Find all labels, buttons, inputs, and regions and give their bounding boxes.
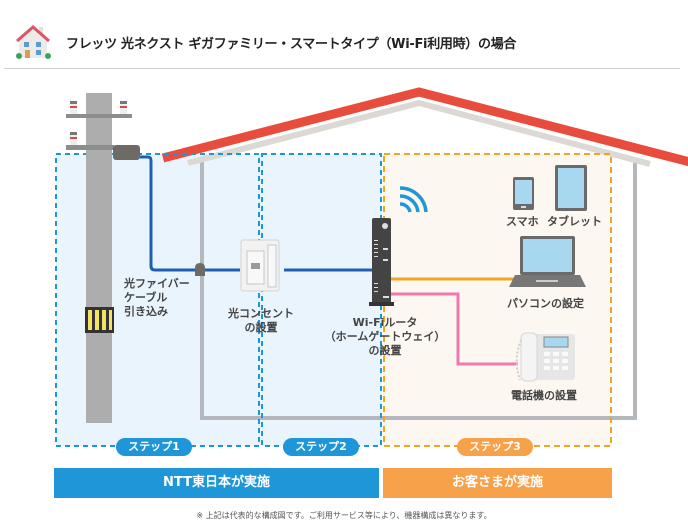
phone-label: 電話機の設置 <box>511 389 577 402</box>
fiber-cable <box>140 155 240 272</box>
fiber-cable-label-line3: 引き込み <box>124 305 168 318</box>
step3-badge: ステップ3 <box>457 438 533 456</box>
roof-shadow <box>187 99 651 167</box>
house-wall <box>200 158 637 420</box>
tablet-icon <box>555 165 587 211</box>
router-label-line3: の設置 <box>368 344 402 357</box>
ntt-zone-step2 <box>259 154 382 446</box>
page-title: フレッツ 光ネクスト ギガファミリー・スマートタイプ（Wi-Fi利用時）の場合 <box>66 37 517 52</box>
router-label-line2: （ホームゲートウェイ） <box>324 330 446 343</box>
fiber-cable-label: 光ファイバー ケーブル 引き込み <box>124 277 190 319</box>
customer-responsibility-bar: お客さまが実施 <box>383 468 612 498</box>
router-label: Wi-Fiルータ （ホームゲートウェイ） の設置 <box>316 316 454 358</box>
optical-outlet-icon <box>240 239 280 292</box>
step1-badge: ステップ1 <box>116 438 192 456</box>
smartphone-icon <box>513 177 534 210</box>
wall-entry-icon <box>195 263 205 276</box>
router-label-line1: Wi-Fiルータ <box>352 316 418 329</box>
phone-cable <box>390 292 518 366</box>
roof <box>161 87 688 167</box>
utility-pole-icon <box>66 93 140 423</box>
tablet-label: タブレット <box>547 215 602 228</box>
pc-label: パソコンの設定 <box>507 297 584 310</box>
optical-outlet-label: 光コンセント の設置 <box>222 307 300 335</box>
optical-outlet-label-line1: 光コンセント <box>228 307 294 320</box>
fiber-cable-label-line2: ケーブル <box>124 291 168 304</box>
page-header: フレッツ 光ネクスト ギガファミリー・スマートタイプ（Wi-Fi利用時）の場合 <box>0 0 688 70</box>
footnote: ※ 上記は代表的な構成図です。ご利用サービス等により、機器構成は異なります。 <box>196 511 492 520</box>
ntt-responsibility-bar: NTT東日本が実施 <box>54 468 379 498</box>
router-icon <box>369 218 394 306</box>
step2-badge: ステップ2 <box>283 438 359 456</box>
fiber-cable-label-line1: 光ファイバー <box>124 277 190 290</box>
smartphone-label: スマホ <box>506 215 539 228</box>
header-divider <box>4 68 680 69</box>
laptop-icon <box>509 236 586 287</box>
telephone-icon <box>515 332 575 382</box>
wifi-icon <box>399 186 428 213</box>
optical-outlet-label-line2: の設置 <box>244 321 278 334</box>
house-icon <box>16 25 51 59</box>
